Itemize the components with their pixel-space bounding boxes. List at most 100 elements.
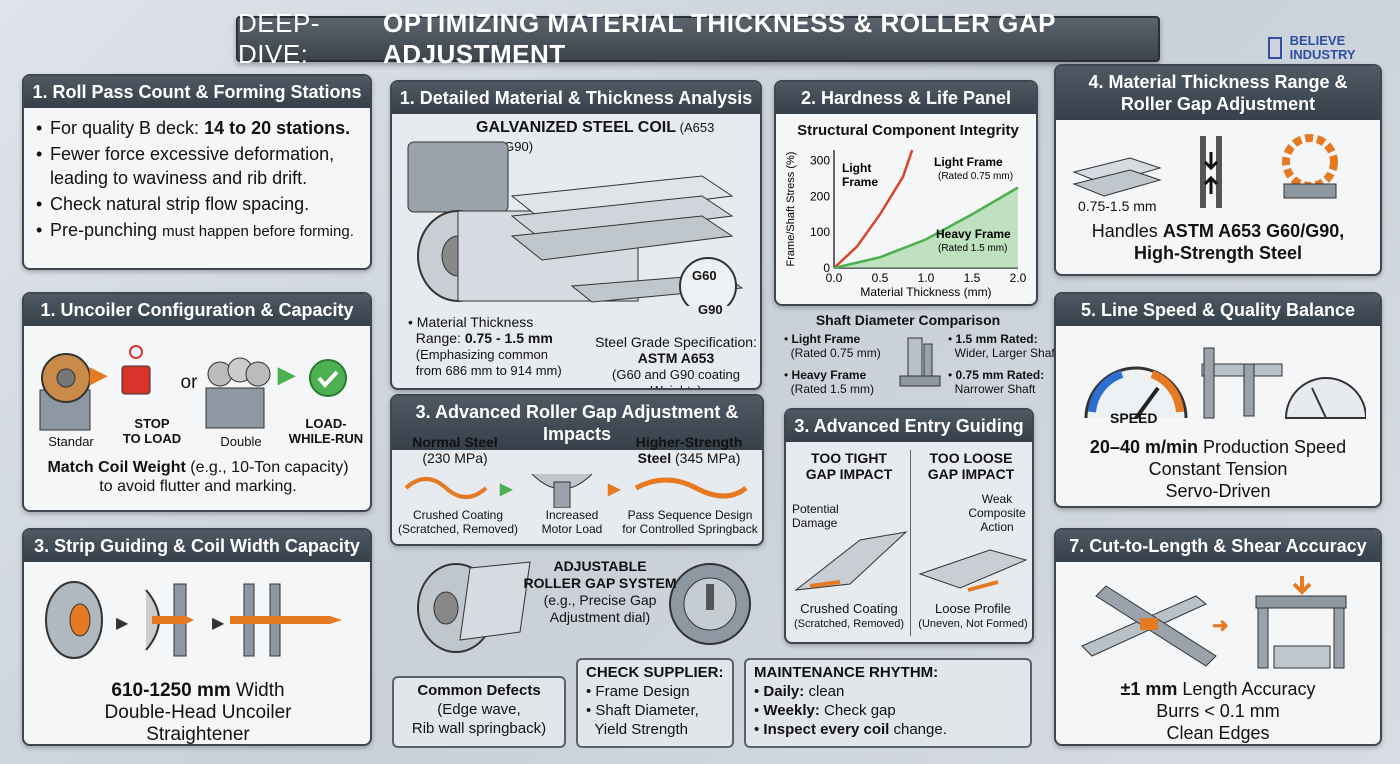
logo-mark-icon [1268, 37, 1282, 59]
heavy-rated-2: (Rated 1.5 mm) [938, 243, 1007, 254]
list-item: For quality B deck: 14 to 20 stations. [36, 116, 358, 140]
thickness-range-panel: 4. Material Thickness Range &Roller Gap … [1054, 64, 1382, 276]
x-tick-label: 0.0 [826, 271, 843, 285]
x-tick-label: 0.5 [872, 271, 889, 285]
gap-dial-icon [669, 563, 751, 645]
light-label-1: Light [842, 161, 871, 175]
line-speed-title: 5. Line Speed & Quality Balance [1056, 294, 1380, 326]
uncoiler-panel: 1. Uncoiler Configuration & Capacity ▶ ▶… [22, 292, 372, 512]
list-item: • Frame Design [586, 683, 690, 700]
logo-line-1: BELIEVE [1289, 33, 1346, 48]
x-tick-label: 1.5 [964, 271, 981, 285]
common-defects-title: Common Defects [417, 682, 541, 699]
light-label-2: Frame [842, 175, 878, 189]
series-line-light-frame [833, 149, 914, 269]
roll-pass-panel: 1. Roll Pass Count & Forming Stations Fo… [22, 74, 372, 270]
strip-guiding-panel: 3. Strip Guiding & Coil Width Capacity ▶… [22, 528, 372, 746]
guide-icon [145, 583, 194, 657]
uncoiler-illustration: ▶ ▶ [39, 345, 347, 431]
x-tick-label: 1.0 [918, 271, 935, 285]
svg-text:▶: ▶ [116, 615, 129, 632]
roller-gap-illustration: ▶ ▶ [404, 473, 748, 508]
coating-zoom-icon [679, 257, 737, 306]
common-defects-line-1: (Edge wave, [437, 701, 521, 718]
adjustable-gap-illustration [417, 561, 751, 653]
standard-uncoiler-icon [39, 353, 91, 431]
check-supplier-box: CHECK SUPPLIER: • Frame Design • Shaft D… [576, 658, 734, 748]
strip-guiding-illustration: ▶ ▶ [45, 581, 342, 659]
list-item: Fewer force excessive deformation, leadi… [36, 142, 358, 190]
g60-label: G60 [692, 268, 717, 283]
line-speed-panel: 5. Line Speed & Quality Balance SPEED 20… [1054, 292, 1382, 508]
series-line-heavy-frame [833, 186, 1019, 270]
maintenance-box: MAINTENANCE RHYTHM: • Daily: clean • Wee… [744, 658, 1032, 748]
roller-gap-title: 3. Advanced Roller Gap Adjustment & Impa… [392, 396, 762, 450]
brand-logo: BELIEVE INDUSTRY [1268, 34, 1388, 74]
load-label: LOAD- WHILE-RUN [288, 416, 364, 446]
or-label: or [180, 372, 198, 393]
page-title: DEEP-DIVE: OPTIMIZING MATERIAL THICKNESS… [236, 8, 1160, 69]
material-panel: 1. Detailed Material & Thickness Analysi… [390, 80, 762, 390]
entry-divider [910, 450, 911, 636]
roll-pass-list: For quality B deck: 14 to 20 stations. F… [24, 108, 370, 254]
entry-guiding-title: 3. Advanced Entry Guiding [786, 410, 1032, 442]
svg-text:▶: ▶ [277, 362, 296, 387]
logo-line-2: INDUSTRY [1289, 47, 1356, 62]
thickness-range-title: 4. Material Thickness Range &Roller Gap … [1056, 66, 1380, 120]
cut-title: 7. Cut-to-Length & Shear Accuracy [1056, 530, 1380, 562]
steel-sheets-icon [510, 175, 744, 303]
normal-profile-icon [404, 477, 488, 499]
y-tick-label: 0 [823, 261, 830, 275]
heavy-rated-1: Heavy Frame [936, 227, 1011, 241]
coil-illustration [407, 141, 744, 306]
coil-icon [45, 581, 103, 659]
check-icon [309, 359, 347, 397]
hardness-title: 2. Hardness & Life Panel [776, 82, 1036, 114]
svg-text:▶: ▶ [89, 362, 108, 387]
list-item: Check natural strip flow spacing. [36, 192, 358, 216]
shear-cross-icon [1081, 585, 1217, 667]
g90-label: G90 [698, 302, 723, 317]
x-axis-label: Material Thickness (mm) [860, 285, 991, 299]
maintenance-title: MAINTENANCE RHYTHM: [754, 664, 939, 681]
thickness-handles: Handles ASTM A653 G60/G90, High-Strength… [1091, 221, 1345, 263]
uncoiler-caption: Match Coil Weight (e.g., 10-Ton capacity… [47, 459, 349, 495]
strip-guiding-title: 3. Strip Guiding & Coil Width Capacity [24, 530, 370, 562]
line-speed-caption: 20–40 m/min Production Speed Constant Te… [1089, 437, 1347, 501]
press-icon [1255, 576, 1347, 669]
double-uncoiler-icon [205, 357, 271, 429]
gap-arrows-icon [1200, 136, 1222, 208]
shaft-heavy: • Heavy Frame (Rated 1.5 mm) [784, 368, 875, 396]
straightener-icon [230, 583, 342, 657]
double-label: Double [220, 434, 262, 449]
svg-text:▶: ▶ [607, 481, 621, 498]
entry-crushed-label: Crushed Coating(Scratched, Removed) [793, 601, 905, 631]
loose-profile-label: Loose Profile(Uneven, Not Formed) [918, 601, 1028, 631]
list-item: Pre-punching must happen before forming. [36, 218, 358, 244]
roller-gap-panel: 3. Advanced Roller Gap Adjustment & Impa… [390, 394, 764, 546]
light-rated-2: (Rated 0.75 mm) [938, 171, 1013, 182]
speedometer-icon [1084, 366, 1188, 420]
loose-gap-icon [918, 549, 1028, 592]
stop-hand-icon [121, 345, 151, 395]
grade-caption: Steel Grade Specification: ASTM A653 (G6… [595, 334, 757, 388]
protractor-icon [1284, 377, 1366, 419]
list-item: • Daily: clean [754, 683, 845, 700]
svg-text:➜: ➜ [1212, 615, 1229, 637]
y-tick-label: 200 [810, 189, 830, 203]
thickness-caption: • Material Thickness Range: 0.75 - 1.5 m… [408, 314, 562, 378]
roll-pass-title: 1. Roll Pass Count & Forming Stations [24, 76, 370, 108]
coil-defect-icon [417, 561, 531, 653]
y-tick-label: 300 [810, 154, 830, 168]
shaft-light: • Light Frame (Rated 0.75 mm) [784, 332, 881, 360]
list-item: Yield Strength [594, 721, 689, 738]
strip-guiding-caption: 610-1250 mm Width Double-Head Uncoiler S… [104, 680, 292, 745]
crushed-coating-label: Crushed Coating(Scratched, Removed) [397, 508, 519, 536]
